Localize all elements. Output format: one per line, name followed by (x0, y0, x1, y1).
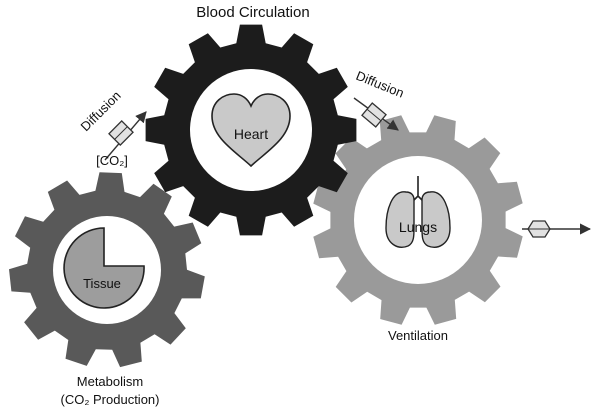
co2-molecule-icon (108, 120, 134, 146)
co2-concentration-label: [CO₂] (96, 153, 128, 168)
tissue-label: Tissue (83, 276, 121, 291)
lungs-label: Lungs (399, 219, 437, 235)
trachea-icon (413, 176, 423, 201)
lungs-gear-hub (354, 156, 482, 284)
metabolism-label: Metabolism (77, 374, 143, 389)
right-lung-icon (421, 191, 451, 248)
co2-molecule-icon (527, 220, 551, 238)
exhalation-flow (522, 220, 592, 238)
right-diffusion-label: Diffusion (354, 68, 406, 101)
diagram-title: Blood Circulation (196, 4, 309, 21)
heart-label: Heart (234, 126, 268, 142)
heart-icon (211, 93, 291, 168)
heart-gear: Heart (145, 24, 357, 236)
tissue-icon (63, 227, 145, 309)
lungs-icon (385, 176, 451, 248)
lungs-gear: Lungs (313, 115, 523, 325)
co2-molecule-icon (361, 102, 387, 128)
co2-production-label: (CO₂ Production) (61, 392, 160, 407)
left-diffusion-flow: Diffusion [CO₂] (78, 88, 147, 168)
tissue-gear: Tissue (9, 172, 205, 368)
ventilation-label: Ventilation (388, 328, 448, 343)
left-lung-icon (385, 191, 415, 248)
